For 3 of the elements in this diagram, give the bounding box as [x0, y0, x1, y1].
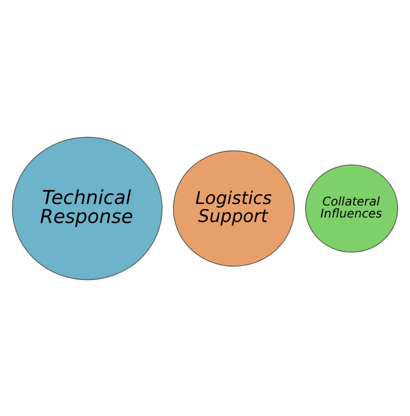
- node-circle: Logistics Support: [172, 150, 295, 266]
- node-circle: Technical Response: [12, 136, 163, 280]
- node-circle: Collateral Influences: [305, 164, 398, 252]
